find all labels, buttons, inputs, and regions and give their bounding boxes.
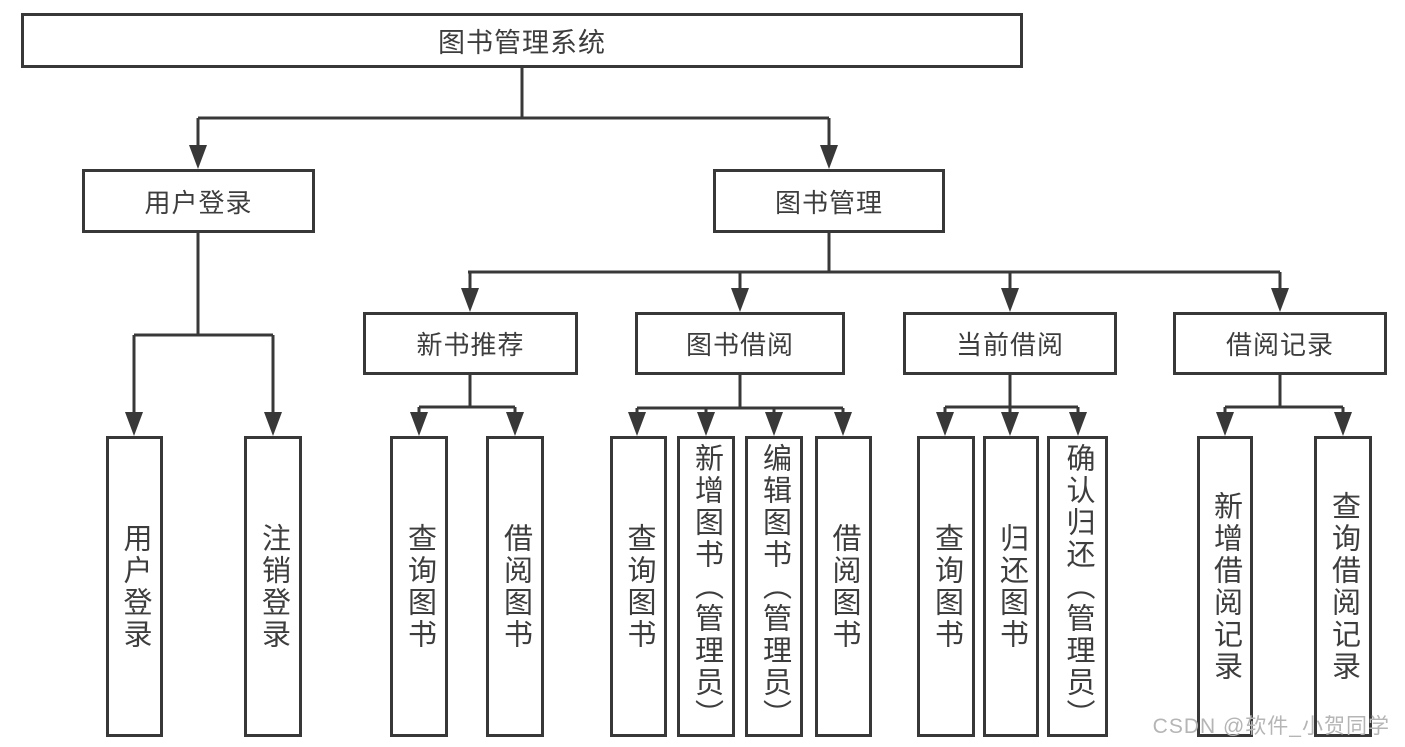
arrowheads-book-borrow-leaves — [628, 412, 852, 436]
leaf-logout: 注销登录 — [244, 436, 302, 737]
connector-root-to-level2 — [196, 68, 831, 146]
leaf-query-borrow-record-label: 查询借阅记录 — [1327, 490, 1360, 683]
connector-book-borrow-branch — [635, 375, 845, 414]
leaf-query-books-recommend: 查询图书 — [390, 436, 448, 737]
leaf-logout-label: 注销登录 — [257, 522, 290, 651]
node-library-system-label: 图书管理系统 — [438, 28, 606, 58]
node-user-login: 用户登录 — [82, 169, 315, 233]
node-borrowing-records: 借阅记录 — [1173, 312, 1387, 375]
arrowheads-user-login-leaves — [125, 412, 282, 436]
node-book-borrowing-label: 图书借阅 — [685, 330, 794, 360]
leaf-return-book-label: 归还图书 — [995, 522, 1028, 651]
node-book-borrowing: 图书借阅 — [635, 312, 845, 375]
leaf-add-book-admin-label: 新增图书（管理员） — [690, 442, 723, 731]
arrowheads-borrow-records-leaves — [1216, 412, 1352, 436]
node-current-borrowing-label: 当前借阅 — [955, 330, 1064, 360]
leaf-add-borrow-record-label: 新增借阅记录 — [1209, 490, 1242, 683]
node-current-borrowing: 当前借阅 — [903, 312, 1117, 375]
node-borrowing-records-label: 借阅记录 — [1225, 330, 1334, 360]
leaf-query-books-current-label: 查询图书 — [930, 522, 963, 651]
connector-user-login-branch — [132, 233, 275, 413]
arrowheads-current-borrow-leaves — [936, 412, 1087, 436]
leaf-borrow-books-recommend-label: 借阅图书 — [499, 522, 532, 651]
leaf-borrow-books-2: 借阅图书 — [815, 436, 872, 737]
connector-book-mgmt-to-level3 — [468, 233, 1282, 289]
connector-current-borrow-branch — [943, 375, 1080, 414]
arrowheads-level2 — [189, 145, 838, 169]
node-library-system: 图书管理系统 — [21, 13, 1023, 68]
leaf-add-borrow-record: 新增借阅记录 — [1197, 436, 1253, 737]
leaf-user-login: 用户登录 — [106, 436, 163, 737]
leaf-query-books-current: 查询图书 — [917, 436, 975, 737]
leaf-borrow-books-2-label: 借阅图书 — [828, 522, 860, 651]
arrowheads-level3 — [461, 288, 1289, 312]
leaf-query-books-borrow-label: 查询图书 — [623, 522, 655, 651]
leaf-query-borrow-record: 查询借阅记录 — [1314, 436, 1372, 737]
node-new-book-recommend: 新书推荐 — [363, 312, 578, 375]
leaf-add-book-admin: 新增图书（管理员） — [677, 436, 735, 737]
node-new-book-recommend-label: 新书推荐 — [416, 330, 525, 360]
leaf-return-book: 归还图书 — [983, 436, 1039, 737]
connector-new-book-branch — [417, 375, 517, 414]
leaf-edit-book-admin-label: 编辑图书（管理员） — [758, 442, 791, 731]
node-book-management-label: 图书管理 — [774, 187, 883, 218]
leaf-query-books-borrow: 查询图书 — [610, 436, 667, 737]
leaf-edit-book-admin: 编辑图书（管理员） — [745, 436, 803, 737]
leaf-borrow-books-recommend: 借阅图书 — [486, 436, 544, 737]
leaf-user-login-label: 用户登录 — [119, 522, 151, 651]
leaf-confirm-return-admin-label: 确认归还（管理员） — [1062, 442, 1094, 731]
node-book-management: 图书管理 — [713, 169, 945, 233]
arrowheads-new-book-leaves — [410, 412, 524, 436]
leaf-query-books-recommend-label: 查询图书 — [403, 522, 436, 651]
csdn-watermark: CSDN @软件_小贺同学 — [1152, 715, 1390, 738]
node-user-login-label: 用户登录 — [144, 187, 253, 218]
leaf-confirm-return-admin: 确认归还（管理员） — [1047, 436, 1108, 737]
connector-borrow-records-branch — [1223, 375, 1345, 414]
